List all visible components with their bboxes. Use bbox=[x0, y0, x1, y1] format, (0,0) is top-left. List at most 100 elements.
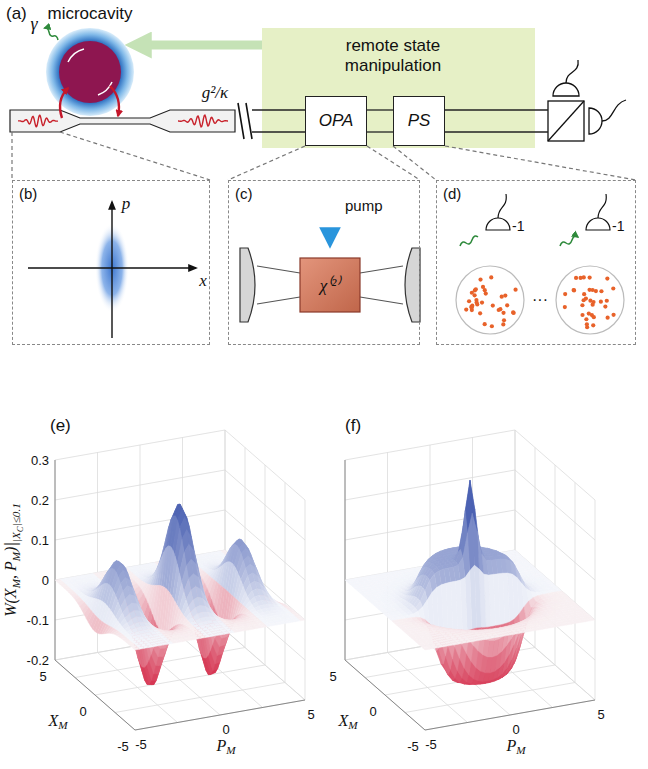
loss-arrow bbox=[45, 28, 59, 40]
photon-dot bbox=[473, 293, 477, 297]
photon-dot bbox=[481, 285, 485, 289]
optical-pulse bbox=[178, 115, 228, 127]
grid-line bbox=[225, 630, 305, 700]
optical-pulse bbox=[18, 115, 58, 126]
grid-line bbox=[55, 430, 225, 460]
photon-dot bbox=[585, 325, 589, 329]
grid-line bbox=[225, 510, 305, 580]
fiber-break bbox=[238, 103, 252, 139]
wigner-plot bbox=[55, 430, 595, 730]
grid-line bbox=[265, 465, 266, 665]
photon-dot bbox=[591, 288, 595, 292]
photon-dot bbox=[501, 322, 505, 326]
photon-dot bbox=[563, 305, 567, 309]
grid-line bbox=[515, 470, 595, 540]
photon-dot bbox=[582, 275, 586, 279]
grid-line bbox=[285, 483, 286, 683]
photon-dot bbox=[503, 293, 507, 297]
photon-subtraction bbox=[456, 194, 624, 334]
photon-dot bbox=[489, 275, 493, 279]
grid-line bbox=[305, 500, 306, 700]
photon-dot bbox=[605, 276, 609, 280]
wigner-plot bbox=[55, 430, 305, 730]
axis-line bbox=[55, 460, 56, 660]
photon-dot bbox=[572, 288, 576, 292]
photon-dot bbox=[580, 303, 584, 307]
photon-dot bbox=[474, 287, 478, 291]
photon-dot bbox=[491, 304, 495, 308]
grid-line bbox=[225, 430, 305, 500]
photon-dot bbox=[599, 289, 603, 293]
axis-line bbox=[345, 460, 346, 660]
photon-dot bbox=[505, 303, 509, 307]
zoom-line bbox=[12, 132, 210, 180]
photon-dot bbox=[497, 308, 501, 312]
grid-line bbox=[345, 630, 515, 660]
photon-dot bbox=[513, 288, 517, 292]
photon-dot bbox=[572, 288, 576, 292]
grid-line bbox=[515, 430, 595, 500]
grid-line bbox=[55, 470, 225, 500]
grid-line bbox=[345, 460, 346, 660]
grid-line bbox=[595, 500, 596, 700]
phase-space-axes bbox=[28, 202, 196, 338]
photon-dot bbox=[467, 299, 471, 303]
photon-dot bbox=[502, 318, 506, 322]
photon-dot bbox=[574, 276, 578, 280]
grid-line bbox=[345, 630, 515, 660]
photon-dot bbox=[603, 304, 607, 308]
photon-dot bbox=[605, 299, 609, 303]
photon-dot bbox=[580, 313, 584, 317]
photon-dot bbox=[470, 304, 474, 308]
photon-dot bbox=[611, 313, 615, 317]
grid-line bbox=[183, 638, 263, 708]
grid-line bbox=[55, 460, 56, 660]
photon-dot bbox=[590, 313, 594, 317]
photon-dot bbox=[475, 300, 479, 304]
photon-dot bbox=[483, 322, 487, 326]
grid-line bbox=[515, 510, 595, 580]
beam-splitter bbox=[548, 101, 584, 141]
axis-line bbox=[55, 660, 305, 730]
grid-line bbox=[225, 630, 305, 700]
manipulation-panel bbox=[262, 28, 535, 148]
waveguide bbox=[10, 110, 235, 132]
photon-dot bbox=[478, 311, 482, 315]
photon-dot bbox=[591, 323, 595, 327]
grid-line bbox=[345, 510, 515, 540]
photon-dot bbox=[584, 317, 588, 321]
photon-dot bbox=[606, 316, 610, 320]
photon-dot bbox=[512, 311, 516, 315]
photon-dot bbox=[464, 308, 468, 312]
wigner-plot bbox=[345, 430, 595, 730]
grid-line bbox=[555, 465, 556, 665]
grid-line bbox=[225, 470, 305, 540]
optical-pulse bbox=[18, 115, 228, 127]
photon-dot bbox=[511, 310, 515, 314]
photon-dot bbox=[501, 311, 505, 315]
photon-dot bbox=[611, 286, 615, 290]
photon-dot bbox=[480, 300, 484, 304]
photon-dot bbox=[563, 292, 567, 296]
photon-dot bbox=[582, 292, 586, 296]
opa-cavity bbox=[240, 196, 420, 322]
grid-line bbox=[575, 483, 576, 683]
axis-line bbox=[345, 660, 595, 730]
photon-dot bbox=[588, 275, 592, 279]
grid-line bbox=[515, 630, 595, 700]
grid-line bbox=[387, 453, 388, 653]
photon-dot bbox=[588, 299, 592, 303]
photon-dot bbox=[599, 300, 603, 304]
grid-line bbox=[345, 430, 515, 460]
photon-dot bbox=[500, 295, 504, 299]
detector bbox=[553, 60, 626, 134]
grid-line bbox=[473, 638, 553, 708]
photon-dot bbox=[490, 324, 494, 328]
surface-patch bbox=[133, 647, 140, 650]
grid-line bbox=[225, 590, 305, 660]
grid-line bbox=[515, 550, 595, 620]
grid-line bbox=[515, 630, 595, 700]
grid-line bbox=[55, 510, 225, 540]
photon-dot bbox=[478, 277, 482, 281]
